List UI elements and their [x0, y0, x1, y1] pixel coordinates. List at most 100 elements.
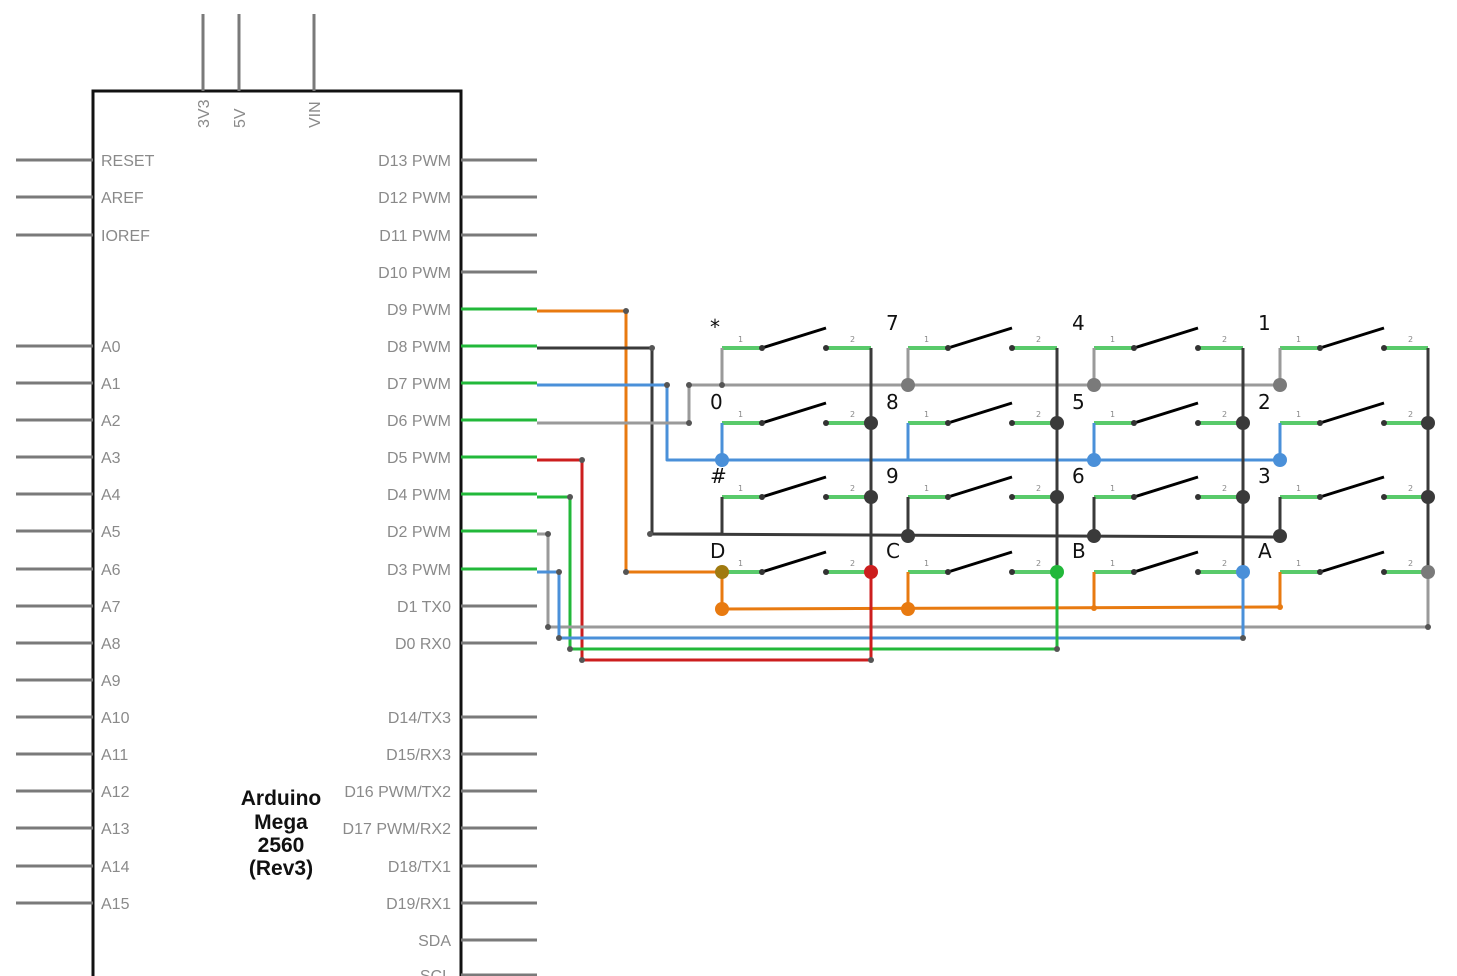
terminal-dot: [1009, 420, 1015, 426]
left-pin-label: A0: [101, 339, 121, 356]
left-pin-label: A13: [101, 821, 130, 838]
right-pin-label: D12 PWM: [378, 190, 451, 207]
board-title-line: Arduino: [241, 787, 321, 810]
junction-small: [686, 420, 692, 426]
terminal-dot: [1009, 569, 1015, 575]
terminal-dot: [1381, 420, 1387, 426]
key-label: 2: [1258, 390, 1271, 414]
terminal-dot: [1195, 494, 1201, 500]
left-pin-label: A9: [101, 673, 121, 690]
left-pin-label: A5: [101, 524, 121, 541]
terminal-label: 2: [1036, 559, 1041, 568]
terminal-label: 2: [1036, 335, 1041, 344]
terminal-label: 2: [850, 335, 855, 344]
junction-gray: [901, 378, 915, 392]
top-pin-label: 5V: [232, 108, 249, 128]
switch-lever: [761, 326, 827, 350]
junction-dots: [545, 308, 1435, 663]
junction-small: [556, 569, 562, 575]
left-pin-label: AREF: [101, 190, 144, 207]
junction-gray: [1421, 565, 1435, 579]
terminal-label: 2: [1036, 484, 1041, 493]
left-pin-label: A15: [101, 896, 130, 913]
right-pin-label: SDA: [418, 933, 451, 950]
right-pin-label: D0 RX0: [395, 636, 451, 653]
junction-column: [1421, 490, 1435, 504]
switch-lever: [1133, 550, 1199, 574]
switch-lever: [761, 401, 827, 425]
junction-small: [1240, 635, 1246, 641]
terminal-label: 1: [1110, 410, 1115, 419]
terminal-label: 1: [738, 484, 743, 493]
right-pin-label: D9 PWM: [387, 302, 451, 319]
right-pin-label: D19/RX1: [386, 896, 451, 913]
terminal-dot: [1381, 345, 1387, 351]
right-pin-label: D1 TX0: [397, 599, 451, 616]
left-pin-label: A14: [101, 859, 130, 876]
right-pin-label: D2 PWM: [387, 524, 451, 541]
right-pin-label: D13 PWM: [378, 153, 451, 170]
terminal-dot: [823, 420, 829, 426]
terminal-dot: [823, 345, 829, 351]
terminal-label: 1: [738, 335, 743, 344]
junction-blue: [1273, 453, 1287, 467]
terminal-label: 2: [1222, 484, 1227, 493]
terminal-dot: [759, 420, 765, 426]
terminal-dot: [1317, 569, 1323, 575]
junction-column: [1236, 416, 1250, 430]
junction-small: [556, 635, 562, 641]
terminal-label: 2: [850, 559, 855, 568]
switch-lever: [761, 550, 827, 574]
switch-lever: [1319, 550, 1385, 574]
junction-small: [686, 382, 692, 388]
key-label: A: [1258, 539, 1272, 563]
junction-column: [864, 490, 878, 504]
junction-small: [567, 494, 573, 500]
left-pin-label: A6: [101, 562, 121, 579]
left-pin-label: A2: [101, 413, 121, 430]
left-pin-label: RESET: [101, 153, 155, 170]
switch-lever: [947, 326, 1013, 350]
junction-blue: [1087, 453, 1101, 467]
terminal-dot: [1317, 494, 1323, 500]
row-bus-4: [721, 605, 1281, 611]
right-pin-label: D18/TX1: [388, 859, 451, 876]
junction-blue: [1236, 565, 1250, 579]
terminal-label: 2: [850, 410, 855, 419]
key-label: 6: [1072, 464, 1085, 488]
left-pin-label: IOREF: [101, 228, 150, 245]
key-label: D: [710, 539, 725, 563]
left-pin-label: A12: [101, 784, 130, 801]
terminal-label: 2: [1408, 335, 1413, 344]
left-pin-label: A11: [101, 747, 128, 764]
terminal-dot: [1381, 494, 1387, 500]
left-pin-label: A8: [101, 636, 121, 653]
right-pin-label: D7 PWM: [387, 376, 451, 393]
terminal-dot: [1009, 345, 1015, 351]
board-title-line: (Rev3): [249, 857, 313, 880]
junction-red: [864, 565, 878, 579]
top-pin-label: VIN: [307, 101, 324, 128]
right-pin-label: D16 PWM/TX2: [344, 784, 451, 801]
junction-small: [664, 382, 670, 388]
terminal-label: 1: [1296, 410, 1301, 419]
junction-small: [623, 569, 629, 575]
switch-lever: [947, 475, 1013, 499]
key-label: 3: [1258, 464, 1271, 488]
terminal-label: 1: [924, 559, 929, 568]
terminal-dot: [1131, 420, 1137, 426]
key-label: 1: [1258, 311, 1271, 335]
wire-layer: [537, 309, 1430, 662]
right-pin-label: D10 PWM: [378, 265, 451, 282]
terminal-label: 1: [1110, 484, 1115, 493]
board-outline: [91, 89, 463, 976]
